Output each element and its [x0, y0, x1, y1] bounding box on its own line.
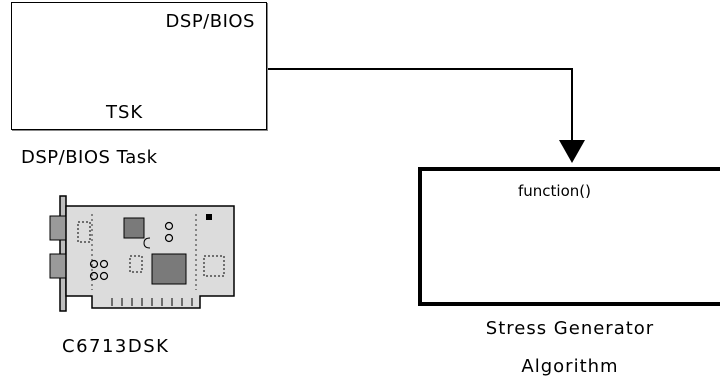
stress-generator-caption-line1: Stress Generator: [485, 318, 655, 339]
function-port-label: function(): [518, 182, 591, 200]
stress-generator-block[interactable]: function(): [418, 167, 720, 306]
dsp-bios-task-title: DSP/BIOS: [165, 11, 255, 32]
dsp-board-icon: [49, 195, 235, 312]
connection-arrowhead: [559, 140, 585, 163]
tsk-port-label: TSK: [106, 102, 144, 123]
c6713dsk-caption: C6713DSK: [62, 336, 170, 357]
dsp-bios-task-block[interactable]: DSP/BIOS TSK: [11, 2, 267, 130]
dsp-bios-task-caption: DSP/BIOS Task: [21, 147, 158, 168]
stress-generator-caption-line2: Algorithm: [521, 356, 619, 377]
